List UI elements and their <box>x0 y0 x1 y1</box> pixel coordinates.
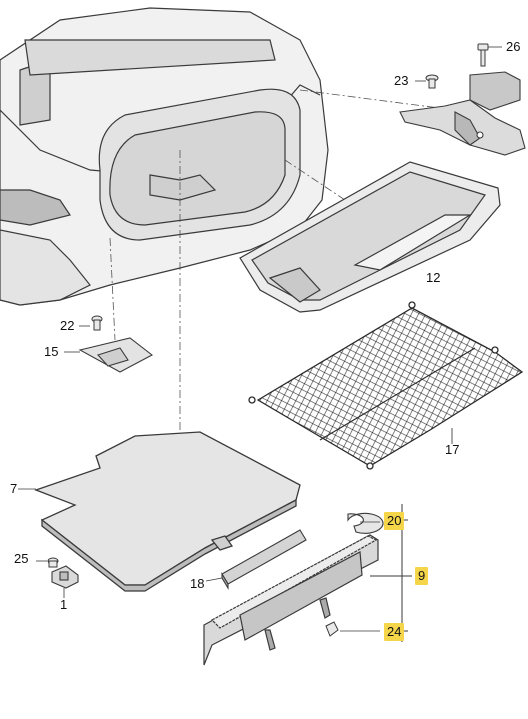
callout-23: 23 <box>394 73 409 88</box>
part-12-floor-panel <box>239 161 501 313</box>
part-22-screw <box>79 315 103 331</box>
callout-7: 7 <box>10 481 18 496</box>
part-15-cover <box>64 337 154 373</box>
part-20-retaining-ring <box>347 512 384 534</box>
part-9-sill-panel <box>203 534 379 666</box>
callout-26: 26 <box>506 39 521 54</box>
part-25-nut <box>36 557 59 568</box>
part-17-cargo-net <box>248 301 524 470</box>
callout-24: 24 <box>384 623 405 641</box>
callout-9: 9 <box>415 567 429 585</box>
callout-20: 20 <box>384 512 405 530</box>
callout-25: 25 <box>14 551 29 566</box>
part-26-screw <box>477 43 502 67</box>
callout-1: 1 <box>60 597 68 612</box>
part-24-clip <box>325 621 380 637</box>
part-23-clip <box>415 74 439 89</box>
callout-22: 22 <box>60 318 75 333</box>
part-1-hook <box>51 565 79 598</box>
callout-18: 18 <box>190 576 205 591</box>
callout-15: 15 <box>44 344 59 359</box>
part-7-floor-mat <box>18 431 301 592</box>
part-18-trim-strip <box>205 529 307 590</box>
vehicle-rear-body <box>0 7 329 306</box>
trunk-bracket-assembly <box>399 71 526 156</box>
callout-17: 17 <box>445 442 460 457</box>
callout-12: 12 <box>426 270 441 285</box>
